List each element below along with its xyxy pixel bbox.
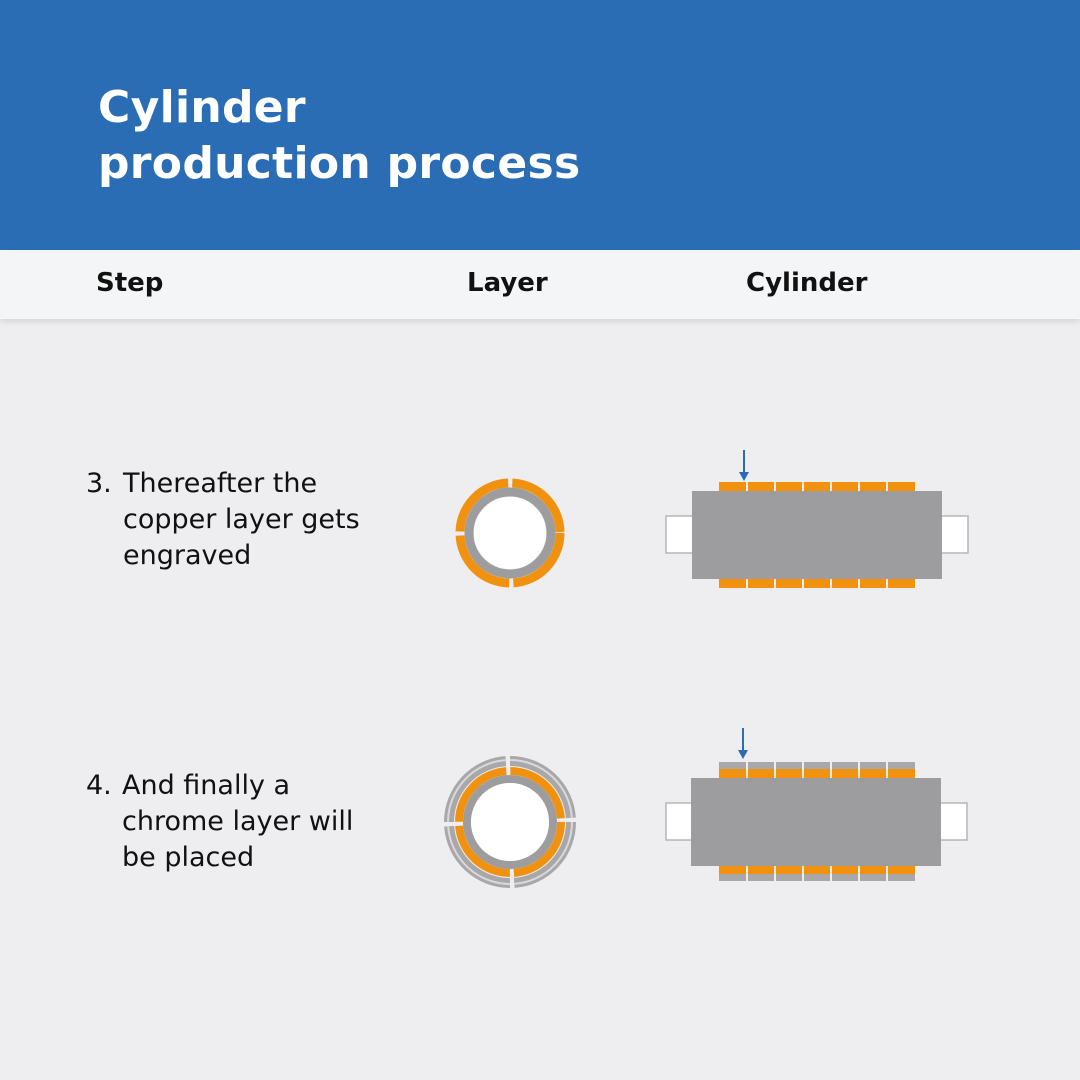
column-header-bar [0,250,1080,319]
step-4-line-3: be placed [122,842,255,873]
step-3-cylinder [665,450,969,588]
column-header-cylinder: Cylinder [746,268,868,298]
copper-cells-bottom [719,579,915,588]
column-header-step: Step [96,268,164,298]
hollow-center [471,783,549,861]
copper-ring [455,767,565,877]
chrome-ring-highlight [447,759,573,885]
step-3-number: 3. [86,468,112,499]
chrome-cells-bottom [719,874,915,881]
page-title-line-1: Cylinder [98,82,306,133]
chrome-arrow-icon [738,728,748,759]
step-3-line-2: copper layer gets [123,504,360,535]
step-4-layer-ring [444,756,576,888]
step-3-line-1: Thereafter the [123,468,318,499]
copper-cells-bottom [719,866,915,874]
step-3-text: Thereafter the copper layer gets engrave… [123,466,413,574]
step-4-line-2: chrome layer will [122,806,354,837]
step-3-line-3: engraved [123,540,252,571]
page-title-line-2: production process [98,138,581,189]
cylinder-body [692,491,942,579]
step-4-text: And finally a chrome layer will be place… [122,768,412,876]
left-shaft [665,802,694,841]
chrome-cells-top [719,762,915,771]
cylinder-body [691,778,941,866]
column-header-layer: Layer [467,268,548,298]
engraving-arrow-icon [739,450,749,481]
copper-cells-top [719,769,915,778]
left-shaft [665,515,694,554]
right-shaft [939,802,968,841]
step-4-line-1: And finally a [122,770,291,801]
copper-cells-top [719,482,915,491]
step-4-cylinder [665,728,968,881]
hollow-center [474,497,546,569]
steel-core-ring [463,775,557,869]
right-shaft [940,515,969,554]
header-banner: Cylinder production process [0,0,1080,250]
step-3-layer-ring [455,478,565,588]
step-4-number: 4. [86,770,112,801]
copper-ring-engraved [455,478,565,588]
steel-core-ring [464,487,556,579]
